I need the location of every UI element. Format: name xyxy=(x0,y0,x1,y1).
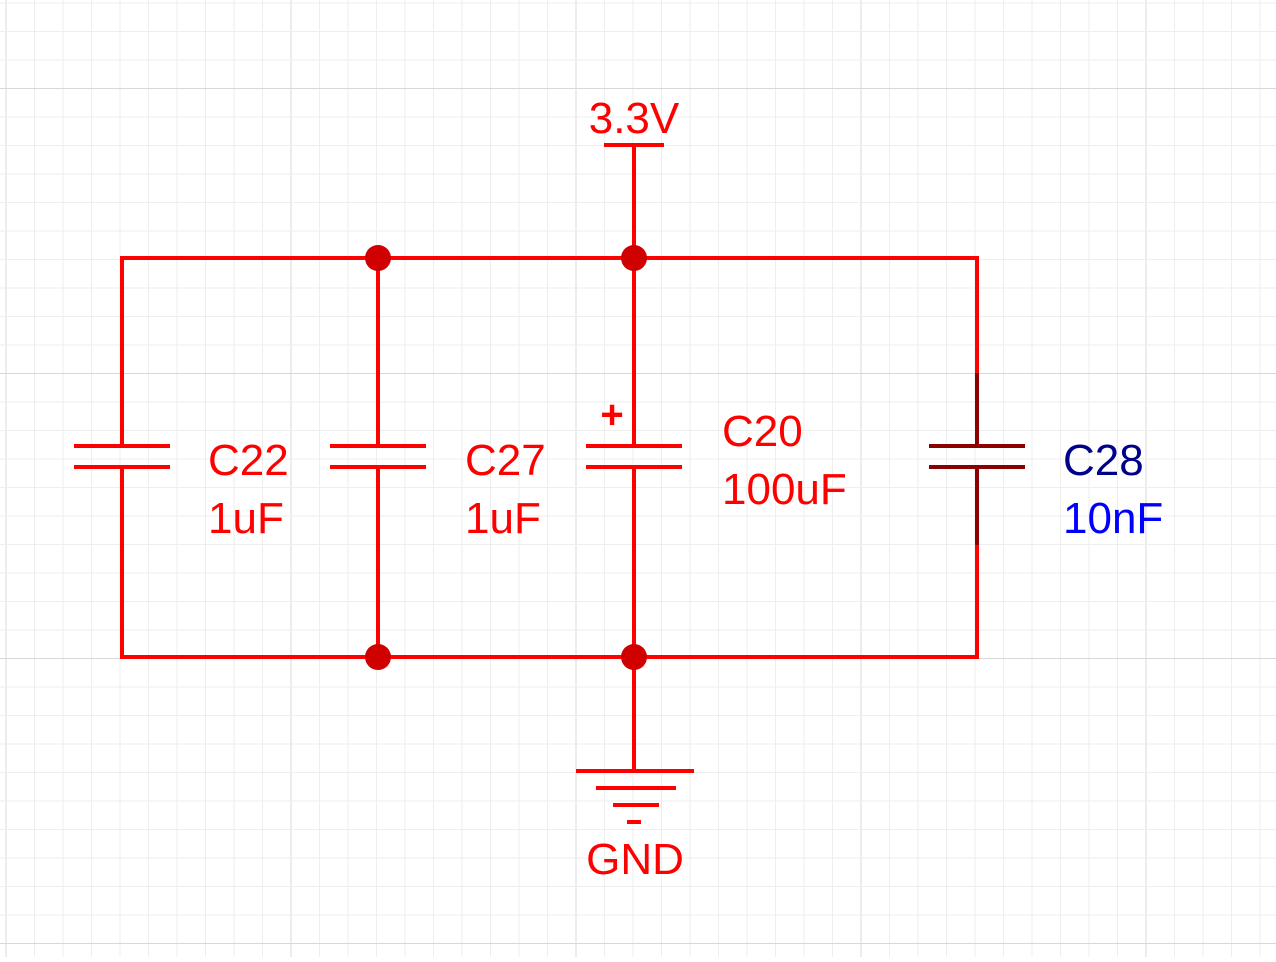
ground-symbol[interactable] xyxy=(576,769,694,824)
junction-dot xyxy=(621,644,647,670)
c27-value[interactable]: 1uF xyxy=(465,494,541,543)
c20-value[interactable]: 100uF xyxy=(722,465,847,514)
junction-dot xyxy=(365,245,391,271)
c28-value[interactable]: 10nF xyxy=(1063,494,1163,543)
junctions xyxy=(365,245,647,670)
junction-dot xyxy=(365,644,391,670)
c28-designator[interactable]: C28 xyxy=(1063,436,1144,485)
c20-polarity-mark: + xyxy=(600,393,623,437)
junction-dot xyxy=(621,245,647,271)
c22-value[interactable]: 1uF xyxy=(208,494,284,543)
capacitor-c20-symbol[interactable] xyxy=(586,444,682,469)
labels: 3.3V GND C22 1uF C27 1uF + C20 100uF C28… xyxy=(208,94,1163,884)
c22-designator[interactable]: C22 xyxy=(208,436,289,485)
capacitor-c27-symbol[interactable] xyxy=(330,444,426,469)
wires xyxy=(120,143,979,772)
capacitor-c28-symbol[interactable] xyxy=(929,373,1025,545)
c27-designator[interactable]: C27 xyxy=(465,436,546,485)
power-net-label[interactable]: 3.3V xyxy=(589,94,680,143)
c20-designator[interactable]: C20 xyxy=(722,407,803,456)
ground-net-label[interactable]: GND xyxy=(586,835,684,884)
capacitor-c22-symbol[interactable] xyxy=(74,444,170,469)
